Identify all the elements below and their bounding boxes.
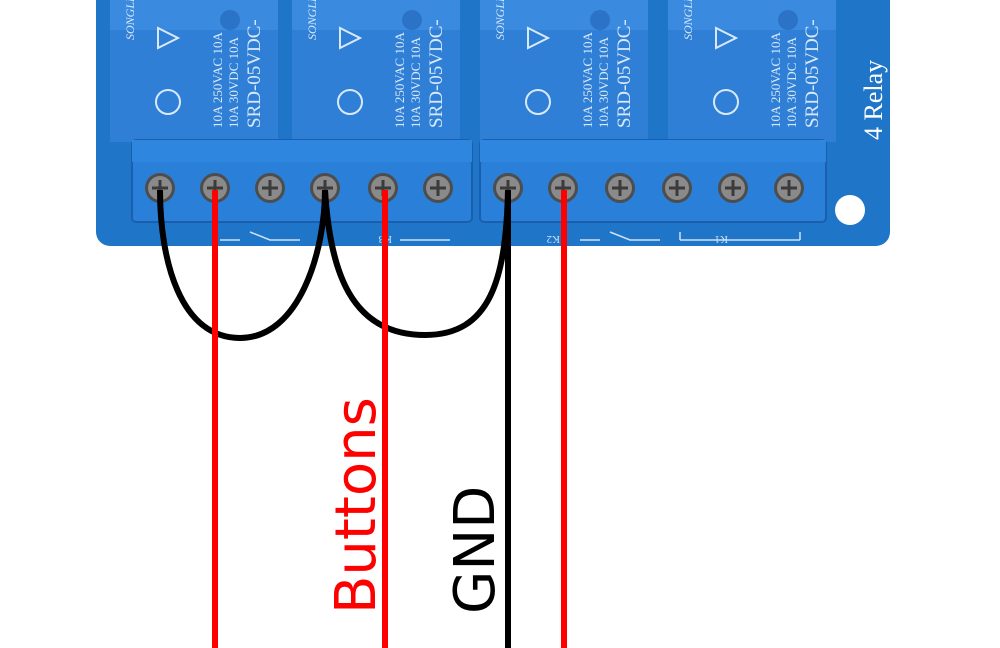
screw-icon	[200, 173, 230, 203]
screw-icon	[310, 173, 340, 203]
screw-icon	[145, 173, 175, 203]
terminal-mark-k2: K2	[547, 233, 560, 245]
relay-rating-line-1: 10A 250VAC 10A	[392, 32, 407, 128]
cqc-logo-icon	[155, 89, 181, 115]
relay-rating-line-2: 10A 30VDC 10A	[408, 36, 423, 128]
cqc-logo-icon	[337, 89, 363, 115]
board-title: 4 Relay	[859, 60, 888, 140]
warning-triangle-icon	[715, 26, 739, 50]
relay-module-3: 10A 250VAC 10A 10A 30VDC 10A SRD-05VDC- …	[480, 0, 648, 142]
relay-model: SRD-05VDC-	[802, 19, 823, 128]
jumper-wire-loop-2	[322, 189, 511, 339]
screw-icon	[255, 173, 285, 203]
relay-module-4: 10A 250VAC 10A 10A 30VDC 10A SRD-05VDC- …	[668, 0, 836, 142]
relay-module-2: 10A 250VAC 10A 10A 30VDC 10A SRD-05VDC- …	[292, 0, 460, 142]
mounting-hole	[835, 195, 865, 225]
screw-icon	[368, 173, 398, 203]
relay-model: SRD-05VDC-	[614, 19, 635, 128]
relay-model: SRD-05VDC-	[244, 19, 265, 128]
relay-rating-line-1: 10A 250VAC 10A	[580, 32, 595, 128]
warning-triangle-icon	[527, 26, 551, 50]
screw-icon	[423, 173, 453, 203]
warning-triangle-icon	[339, 26, 363, 50]
silkscreen-outline	[220, 231, 801, 241]
screw-icon	[718, 173, 748, 203]
relay-rating-line-2: 10A 30VDC 10A	[784, 36, 799, 128]
relay-rating-line-1: 10A 250VAC 10A	[210, 32, 225, 128]
relay-rating-line-2: 10A 30VDC 10A	[596, 36, 611, 128]
jumper-wire-loop-1	[157, 189, 328, 342]
relay-model: SRD-05VDC-	[426, 19, 447, 128]
relay-brand: SONGLE	[123, 0, 137, 40]
warning-triangle-icon	[157, 26, 181, 50]
relay-brand: SONGLE	[493, 0, 507, 40]
relay-rating-line-1: 10A 250VAC 10A	[768, 32, 783, 128]
screw-icon	[662, 173, 692, 203]
relay-rating-line-2: 10A 30VDC 10A	[226, 36, 241, 128]
terminal-screws	[145, 173, 804, 203]
cqc-logo-icon	[525, 89, 551, 115]
screw-icon	[774, 173, 804, 203]
terminal-mark-k1: K1	[715, 233, 728, 245]
relay-brand: SONGLE	[305, 0, 319, 40]
relay-brand: SONGLE	[681, 0, 695, 40]
cqc-logo-icon	[713, 89, 739, 115]
gnd-label: GND	[443, 486, 508, 614]
screw-icon	[493, 173, 523, 203]
buttons-label: Buttons	[324, 397, 389, 614]
relay-module-1: 10A 250VAC 10A 10A 30VDC 10A SRD-05VDC- …	[110, 0, 278, 142]
screw-icon	[605, 173, 635, 203]
